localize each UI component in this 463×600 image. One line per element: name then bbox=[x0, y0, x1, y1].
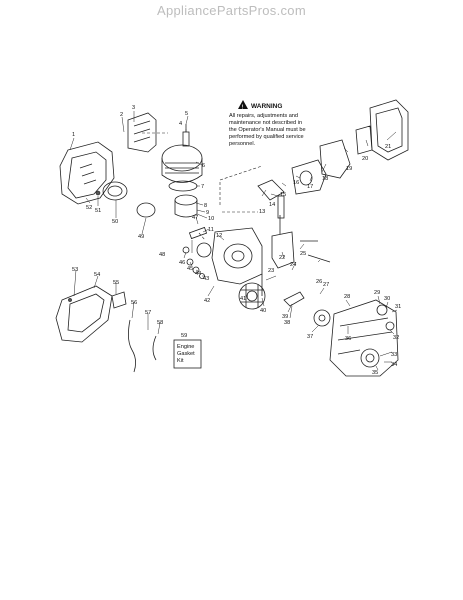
callout-number: 9 bbox=[206, 210, 209, 216]
callout-number: 17 bbox=[307, 184, 313, 190]
callout-number: 4 bbox=[179, 121, 182, 127]
callout-number: 10 bbox=[208, 216, 214, 222]
callout-number: 53 bbox=[72, 267, 78, 273]
callout-number: 15 bbox=[280, 192, 286, 198]
callout-number: 47 bbox=[192, 215, 198, 221]
callout-number: 21 bbox=[385, 144, 391, 150]
callout-number: 42 bbox=[204, 298, 210, 304]
callout-number: 41 bbox=[240, 296, 246, 302]
callout-number: 48 bbox=[159, 252, 165, 258]
kit-number: 59 bbox=[181, 333, 187, 339]
callout-number: 28 bbox=[344, 294, 350, 300]
callout-number: 22 bbox=[279, 255, 285, 261]
callout-number: 38 bbox=[284, 320, 290, 326]
callout-number: 25 bbox=[300, 251, 306, 257]
callout-number: 23 bbox=[268, 268, 274, 274]
warning-line: personnel. bbox=[229, 141, 256, 147]
callout-number: 20 bbox=[362, 156, 368, 162]
callout-number: 56 bbox=[131, 300, 137, 306]
callout-number: 57 bbox=[145, 310, 151, 316]
callout-number: 31 bbox=[395, 304, 401, 310]
callout-number: 13 bbox=[259, 209, 265, 215]
callout-number: 3 bbox=[132, 105, 135, 111]
callout-number: 8 bbox=[204, 203, 207, 209]
callout-number: 29 bbox=[374, 290, 380, 296]
callout-number: 18 bbox=[322, 176, 328, 182]
callout-number: 52 bbox=[86, 205, 92, 211]
callout-number: 55 bbox=[113, 280, 119, 286]
callout-number: 32 bbox=[393, 335, 399, 341]
callout-number: 46 bbox=[179, 260, 185, 266]
warning-triangle-icon bbox=[238, 100, 248, 109]
callout-number: 39 bbox=[282, 314, 288, 320]
callout-number: 35 bbox=[372, 370, 378, 376]
callout-number: 49 bbox=[138, 234, 144, 240]
kit-label-line: Engine bbox=[177, 344, 194, 350]
callout-number: 51 bbox=[95, 208, 101, 214]
callout-number: 12 bbox=[216, 233, 222, 239]
callout-labels: 1 2 3 4 5 6 7 8 9 10 11 12 13 14 15 16 1… bbox=[72, 105, 401, 376]
callout-number: 37 bbox=[307, 334, 313, 340]
site-header[interactable]: AppliancePartsPros.com bbox=[157, 3, 306, 18]
warning-notice: ! WARNING All repairs, adjustments and m… bbox=[229, 100, 306, 147]
callout-number: 24 bbox=[290, 262, 296, 268]
callout-number: 11 bbox=[208, 227, 214, 233]
callout-number: 54 bbox=[94, 272, 100, 278]
callout-number: 45 bbox=[187, 266, 193, 272]
callout-number: 33 bbox=[391, 352, 397, 358]
callout-number: 40 bbox=[260, 308, 266, 314]
kit-label-line: Gasket bbox=[177, 351, 195, 357]
callout-number: 26 bbox=[316, 279, 322, 285]
warning-line: the Operator's Manual must be bbox=[229, 127, 306, 133]
callout-number: 50 bbox=[112, 219, 118, 225]
callout-number: 34 bbox=[391, 362, 397, 368]
kit-box bbox=[173, 339, 202, 369]
callout-number: 2 bbox=[120, 112, 123, 118]
callout-number: 36 bbox=[345, 336, 351, 342]
warning-line: performed by qualified service bbox=[229, 134, 304, 140]
callout-number: 19 bbox=[346, 166, 352, 172]
callout-number: 43 bbox=[203, 276, 209, 282]
callout-number: 1 bbox=[72, 132, 75, 138]
warning-line: maintenance not described in bbox=[229, 120, 302, 126]
warning-title: WARNING bbox=[251, 103, 282, 110]
gasket-kit: 59 Engine Gasket Kit bbox=[173, 333, 202, 369]
callout-number: 27 bbox=[323, 282, 329, 288]
callout-number: 58 bbox=[157, 320, 163, 326]
callout-number: 44 bbox=[195, 271, 201, 277]
callout-number: 7 bbox=[201, 184, 204, 190]
kit-label-line: Kit bbox=[177, 358, 184, 364]
callout-number: 14 bbox=[269, 202, 275, 208]
callout-number: 5 bbox=[185, 111, 188, 117]
warning-exclaim-glyph: ! bbox=[242, 104, 244, 110]
warning-line: All repairs, adjustments and bbox=[229, 113, 298, 119]
callout-number: 6 bbox=[202, 163, 205, 169]
callout-number: 16 bbox=[293, 180, 299, 186]
leader-lines bbox=[69, 111, 398, 371]
callout-number: 30 bbox=[384, 296, 390, 302]
